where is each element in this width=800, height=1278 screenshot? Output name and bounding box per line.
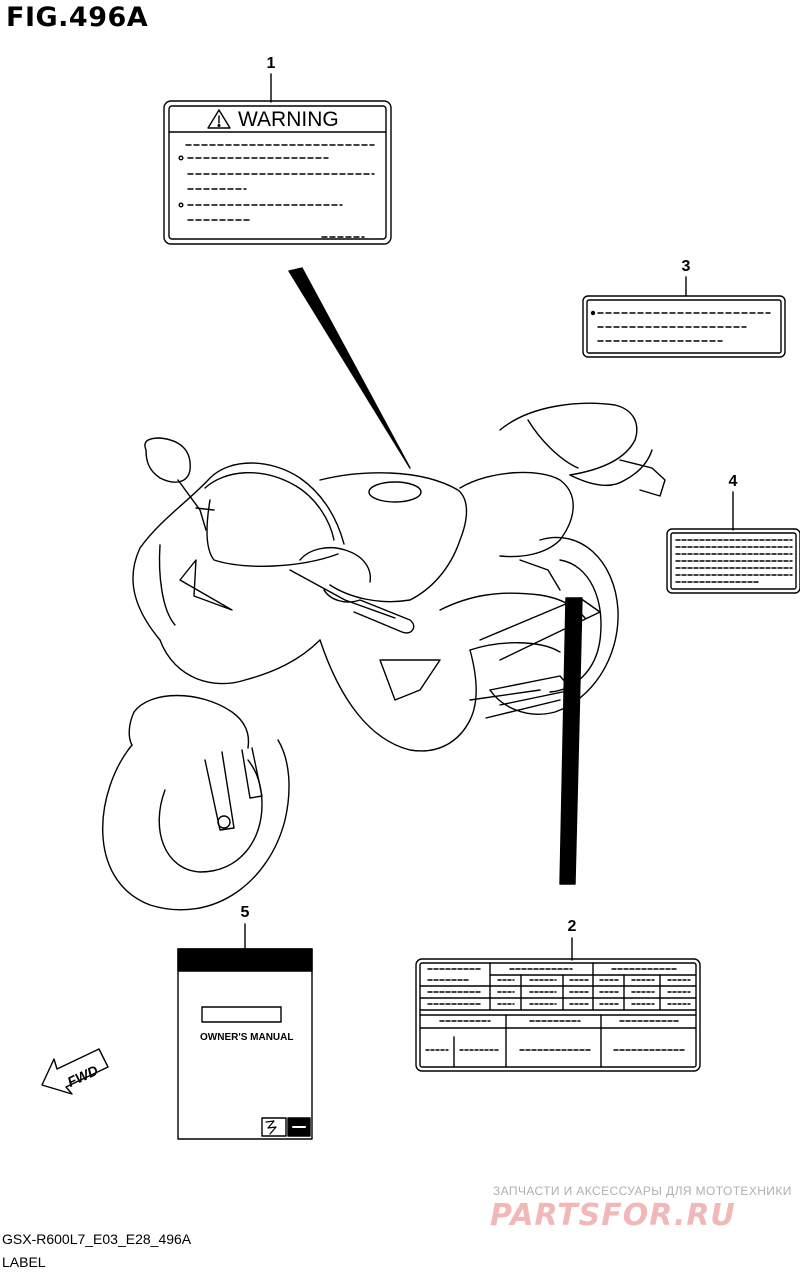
warning-heading: WARNING: [238, 108, 339, 131]
watermark-tagline: ЗАПЧАСТИ И АКСЕССУАРЫ ДЛЯ МОТОТЕХНИКИ: [493, 1184, 792, 1198]
label-4-sticker: [666, 528, 800, 594]
figure-title: FIG.496A: [6, 2, 149, 33]
callout-2: 2: [567, 918, 577, 935]
figure-code: GSX-R600L7_E03_E28_496A: [2, 1231, 192, 1247]
callout-5: 5: [240, 904, 250, 921]
warning-label: [163, 100, 392, 245]
pointer-wedge-label-1: [288, 267, 411, 469]
watermark-brand: PARTSFOR.RU: [490, 1198, 736, 1233]
callout-1: 1: [266, 55, 276, 72]
label-2-table: [415, 958, 701, 1072]
callout-4: 4: [728, 473, 738, 490]
forward-arrow-icon: [41, 1048, 109, 1095]
owners-manual-title: OWNER'S MANUAL: [200, 1032, 293, 1043]
callout-3: 3: [681, 258, 691, 275]
motorcycle-illustration: [102, 402, 666, 911]
section-label: LABEL: [2, 1254, 46, 1270]
fwd-text: FWD: [65, 1062, 101, 1090]
label-3-sticker: [582, 295, 786, 358]
suzuki-logo-icon: [265, 1120, 277, 1135]
warning-triangle-icon: [207, 109, 231, 129]
owners-manual-book: [177, 948, 313, 1140]
pointer-wedge-label-2: [559, 597, 583, 885]
